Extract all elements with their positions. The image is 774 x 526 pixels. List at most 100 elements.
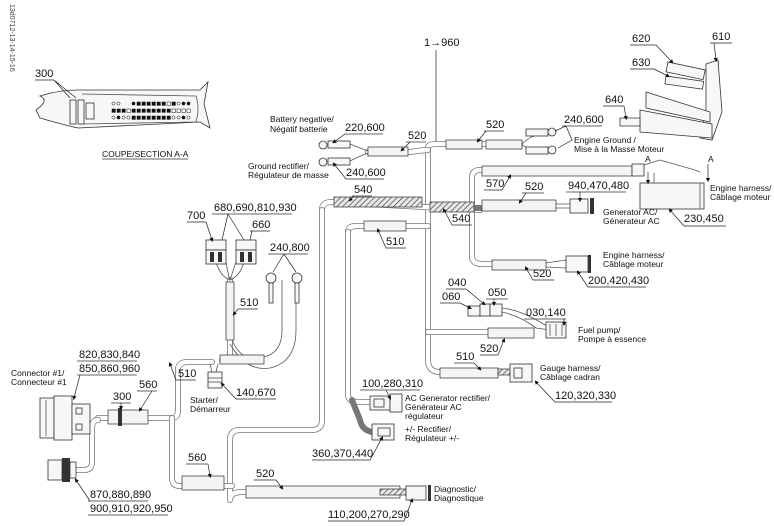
ref-660: 660 xyxy=(252,219,270,231)
connector-pin xyxy=(181,115,186,120)
ref-700: 700 xyxy=(187,210,205,222)
gauge-harness-label-en: Gauge harness/ xyxy=(540,363,601,373)
ref-510-a: 510 xyxy=(386,236,404,248)
ref-510-b: 510 xyxy=(456,351,474,363)
box-230-450 xyxy=(639,182,705,210)
sleeve-520-top-b xyxy=(485,139,523,150)
starter-label-en: Starter/ xyxy=(190,395,219,405)
ac-rectifier-connector xyxy=(369,393,403,413)
pm-rectifier-connector xyxy=(371,423,395,441)
ref-520-b: 520 xyxy=(486,119,504,131)
generator-ac-label-en: Generator AC/ xyxy=(603,207,658,217)
connector-pin xyxy=(161,108,166,113)
connector-pin xyxy=(141,115,146,120)
section-a-a: 300 COUPE/SECTION A-A xyxy=(35,68,211,160)
ref-510-d: 510 xyxy=(178,368,196,380)
engine-harness-connector-top xyxy=(631,159,711,210)
ref-540-b: 540 xyxy=(452,213,470,225)
connector-pin xyxy=(131,115,136,120)
connector-pin xyxy=(136,108,141,113)
labels: Battery negative/ Négatif batterie 220,6… xyxy=(11,31,772,522)
connector-pin xyxy=(131,108,136,113)
connector-pin xyxy=(116,108,121,113)
ac-rectifier-ref: 100,280,310 xyxy=(362,378,423,390)
ground-rectifier-label-en: Ground rectifier/ xyxy=(248,161,310,171)
pm-rectifier-ref: 360,370,440 xyxy=(312,448,373,460)
connector-1 xyxy=(39,395,91,441)
connector-pin xyxy=(161,101,166,106)
connector2-ref-a: 870,880,890 xyxy=(90,489,151,501)
diagnostic-connector xyxy=(405,485,431,501)
fuel-pump-label-fr: Pompe à essence xyxy=(578,334,646,344)
starter-connector xyxy=(207,363,223,389)
sleeve-520-gen xyxy=(481,199,557,212)
connector-pin xyxy=(171,115,176,120)
pm-rectifier-label-fr: Régulateur +/- xyxy=(405,433,459,443)
connector-2 xyxy=(47,458,77,482)
ref-520-d: 520 xyxy=(533,268,551,280)
braid-540-a xyxy=(333,196,423,208)
connector-pin xyxy=(161,115,166,120)
diagnostic-label-fr: Diagnostique xyxy=(434,493,484,503)
battery-negative-label-en: Battery negative/ xyxy=(270,114,334,124)
connector-pin xyxy=(116,101,121,106)
ref-520-a: 520 xyxy=(408,130,426,142)
connector-pin xyxy=(111,108,116,113)
connector-pin xyxy=(156,108,161,113)
engine-ground-label-fr: Mise à la Masse Moteur xyxy=(574,144,664,154)
sleeve-510-gauge xyxy=(439,367,499,379)
starter-ref: 140,670 xyxy=(236,387,276,399)
ac-rectifier-label-en: AC Generator rectifier/ xyxy=(405,393,491,403)
connector-pin xyxy=(126,108,131,113)
connector-pin xyxy=(186,115,191,120)
relay-660-top xyxy=(235,239,257,251)
connector-pin xyxy=(146,108,151,113)
sleeve-520-fuel xyxy=(487,327,535,339)
fuel-pump-label-en: Fuel pump/ xyxy=(578,325,621,335)
section-ref-300: 300 xyxy=(35,68,53,80)
relay-700-top xyxy=(205,239,227,251)
connector-pin xyxy=(176,108,181,113)
connector-pin xyxy=(181,108,186,113)
engine-harness-top-label-en: Engine harness/ xyxy=(710,183,772,193)
connector2-ref-b: 900,910,920,950 xyxy=(90,503,173,515)
diagnostic-label-en: Diagnostic/ xyxy=(434,484,477,494)
sleeve-520-engine xyxy=(491,259,547,271)
ref-060: 060 xyxy=(442,291,460,303)
sleeve-520-top-a xyxy=(445,139,483,150)
connector-pin xyxy=(111,115,116,120)
connector-620 xyxy=(665,61,706,81)
connector-pin xyxy=(111,101,116,106)
ground-rectifier-label-fr: Régulateur de masse xyxy=(248,170,329,180)
sleeve-570 xyxy=(481,165,633,177)
top-ref: 1→960 xyxy=(424,37,459,49)
engine-harness-mid-ref: 200,420,430 xyxy=(588,275,649,287)
connector-pin xyxy=(156,101,161,106)
engine-harness-top-ref: 230,450 xyxy=(684,213,724,225)
harness-wires xyxy=(69,141,543,503)
connector-pin xyxy=(116,115,121,120)
connector-060 xyxy=(467,305,481,317)
connector-pin xyxy=(146,101,151,106)
sleeve-510-relay xyxy=(225,281,235,341)
ref-560-b: 560 xyxy=(188,452,206,464)
ac-rectifier-label-fr2: régulateur xyxy=(405,411,443,421)
ring-terminals-engine xyxy=(521,127,557,155)
connector-pin xyxy=(136,101,141,106)
battery-negative-label-fr: Négatif batterie xyxy=(270,124,328,134)
section-marker-a-left: A xyxy=(645,154,651,164)
ref-040: 040 xyxy=(448,277,466,289)
diagnostic-ref: 110,200,270,290 xyxy=(328,509,410,521)
connector-pin xyxy=(146,115,151,120)
connector-pin xyxy=(156,115,161,120)
connector1-ref-b: 850,860,960 xyxy=(79,363,140,375)
engine-ground-ref: 240,600 xyxy=(564,114,604,126)
connector-pin xyxy=(131,101,136,106)
ref-520-e: 520 xyxy=(480,343,498,355)
relay-660 xyxy=(235,249,257,265)
connector-pin xyxy=(151,101,156,106)
ref-560-a: 560 xyxy=(139,379,157,391)
ref-640: 640 xyxy=(605,94,623,106)
